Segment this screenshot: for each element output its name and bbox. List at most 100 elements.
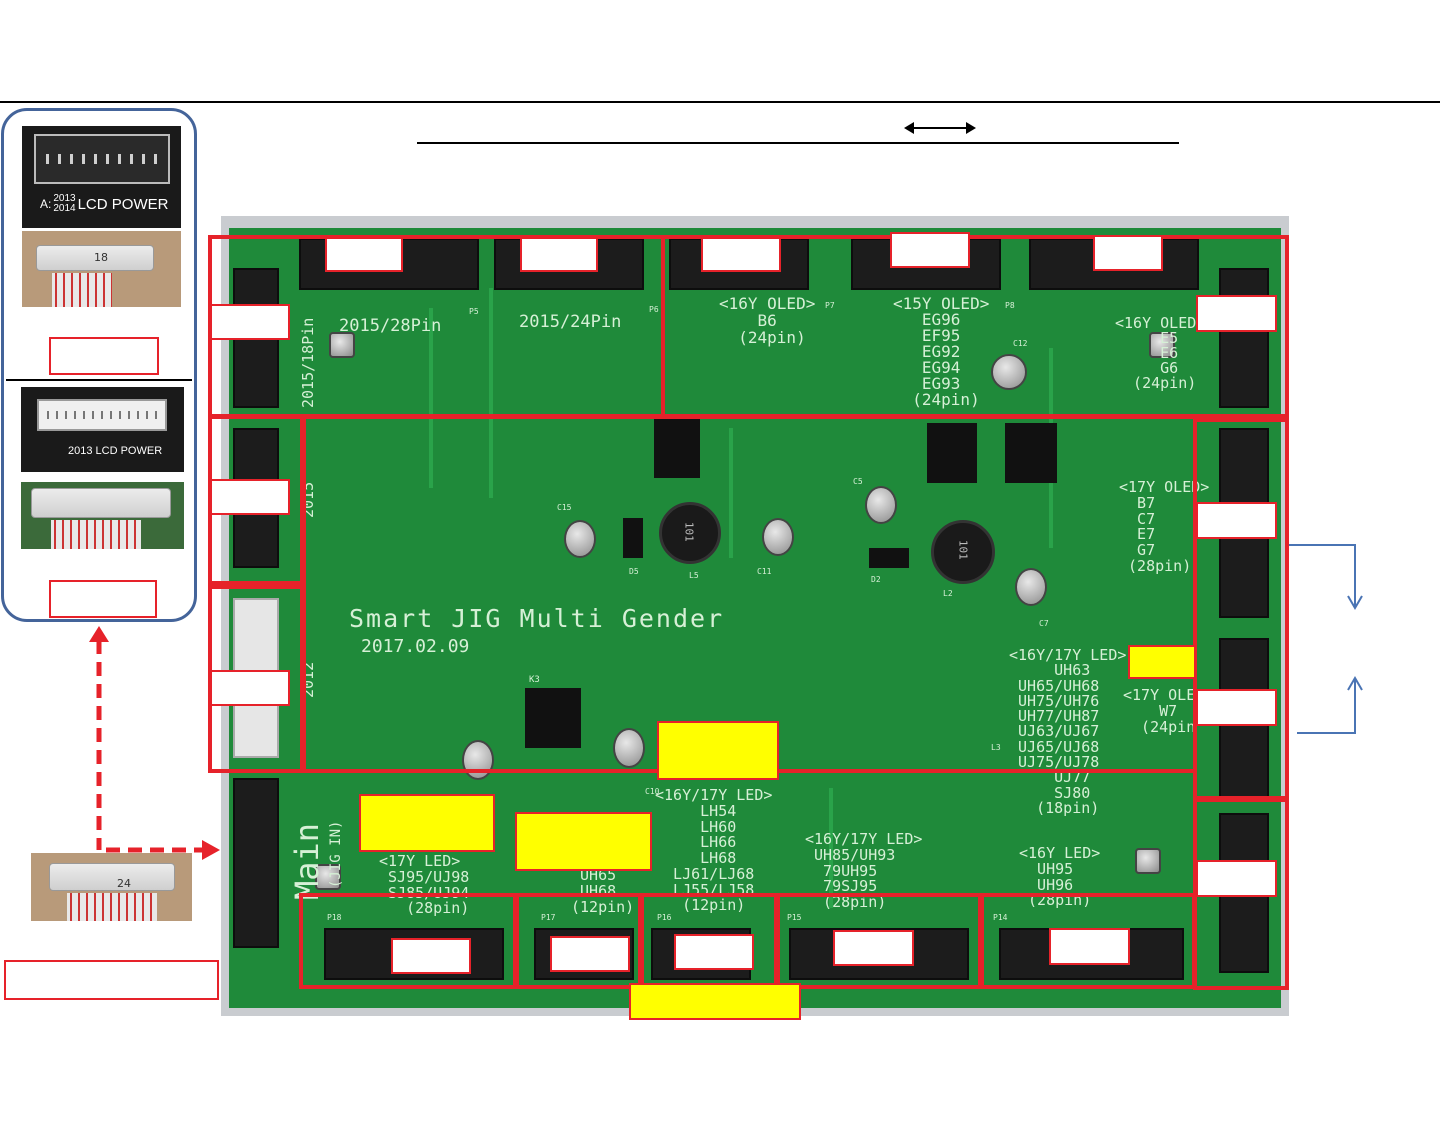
label-box-p18 [391, 938, 471, 974]
double-arrow-icon [904, 122, 976, 134]
label-box-p6 [520, 237, 598, 272]
highlight-box-bottom [629, 983, 801, 1020]
panel-divider [6, 379, 192, 381]
silk-c12: C12 [1013, 339, 1028, 348]
inductor-l5 [659, 502, 721, 564]
connector-p10 [1219, 268, 1269, 408]
title-underline [417, 142, 1179, 144]
photo-2013-connector: 2013 LCD POWER [21, 387, 184, 472]
diode-d2 [869, 548, 909, 568]
diode-d5 [623, 518, 643, 558]
silk-d5: D5 [629, 567, 639, 576]
regulator-chip [654, 418, 700, 478]
photo-24pin-cable: 24 [31, 853, 192, 921]
capacitor-c12 [991, 354, 1027, 390]
silk-c7: C7 [1039, 619, 1049, 628]
capacitor-c15 [564, 520, 596, 558]
silk-ref-p18: P18 [327, 913, 342, 922]
caption-prefix: A: [40, 197, 52, 211]
region-right-oled [1193, 418, 1289, 800]
region-p14 [980, 893, 1196, 989]
photo-2013-cable [21, 482, 184, 549]
label-box-2013 [49, 580, 157, 618]
label-box-left-2015 [210, 479, 290, 515]
silk-mid-right-text: <16Y/17Y LED> UH63 UH65/UH68 UH75/UH76 U… [1009, 646, 1127, 817]
label-box-main-cable [4, 960, 219, 1000]
caption-years: 2013 2014 [53, 193, 76, 214]
board-title: Smart JIG Multi Gender [349, 604, 725, 633]
mounting-screw-icon [329, 332, 355, 358]
pcb-photo: 2015/28Pin 2015/24Pin P5 P6 P7 P8 2015/1… [221, 216, 1289, 1016]
silk-p5: 2015/28Pin [339, 316, 442, 336]
silk-p7-text: <16Y OLED> B6 (24pin) [719, 294, 816, 347]
capacitor-c11 [762, 518, 794, 556]
silk-p8-text: <15Y OLED> EG96 EF95 EG92 EG94 EG93 (24p… [893, 294, 990, 409]
inductor-l2 [931, 520, 995, 584]
regulator-chip [525, 688, 581, 748]
silk-c5: C5 [853, 477, 863, 486]
silk-p13-text: <17Y OLE W7 (24pin [1123, 686, 1196, 736]
cable-connector-icon [31, 488, 171, 518]
caption-text: LCD POWER [77, 195, 169, 213]
silk-ref-p17: P17 [541, 913, 556, 922]
highlight-box-28pin [359, 794, 495, 852]
photo-caption: A: 2013 2014 LCD POWER [40, 194, 168, 214]
silk-ref-p14: P14 [993, 913, 1008, 922]
label-box-p9 [1093, 235, 1163, 271]
cable-connector-icon [49, 863, 175, 891]
label-box-p14 [1049, 928, 1130, 965]
silk-main: Main [288, 822, 326, 900]
silk-p9-text: <16Y OLED E5 E6 G6 (24pin) [1115, 314, 1197, 392]
label-box-p10 [1196, 295, 1277, 332]
silk-p15-text: <16Y/17Y LED> UH85/UH93 79UH95 79SJ95 (2… [805, 830, 923, 911]
dashed-arrow-icon [89, 626, 220, 860]
photo-caption: 2013 LCD POWER [68, 445, 163, 457]
regulator-chip [1005, 423, 1057, 483]
silk-p6: 2015/24Pin [519, 312, 622, 332]
silk-ref-p15: P15 [787, 913, 802, 922]
silk-l2: L2 [943, 589, 953, 598]
capacitor-c10 [613, 728, 645, 768]
label-box-p12 [1196, 860, 1277, 897]
silk-k3: K3 [529, 675, 540, 685]
silk-p11-text: <17Y OLED> B7 C7 E7 G7 (28pin) [1119, 478, 1210, 575]
board-date: 2017.02.09 [361, 636, 470, 657]
label-box-18pin [49, 337, 159, 375]
capacitor-c5 [865, 486, 897, 524]
silk-c10: C10 [645, 787, 660, 796]
silk-c15: C15 [557, 503, 572, 512]
silk-ref-p16: P16 [657, 913, 672, 922]
silk-ref-p5: P5 [469, 307, 479, 316]
cable-connector-icon [36, 245, 154, 271]
silk-ref-p8: P8 [1005, 301, 1015, 310]
mounting-screw-icon [315, 864, 341, 890]
mounting-screw-icon [1149, 332, 1175, 358]
label-box-p5 [325, 237, 403, 272]
silk-l5: L5 [689, 571, 699, 580]
cable-number: 24 [117, 877, 131, 890]
connector-socket-icon [34, 134, 170, 184]
photo-2013-2014-connector: A: 2013 2014 LCD POWER [22, 126, 181, 228]
mounting-screw-icon [1135, 848, 1161, 874]
reference-photo-panel [1, 108, 197, 622]
label-box-p15 [833, 930, 914, 966]
highlight-box-uh65 [515, 812, 652, 871]
label-box-left-18pin [210, 304, 290, 340]
label-box-p8 [890, 232, 970, 268]
silk-ref-p7: P7 [825, 301, 835, 310]
silk-d2: D2 [871, 575, 881, 584]
label-box-p7 [701, 237, 781, 272]
silk-ref-p6: P6 [649, 305, 659, 314]
pcb-board: 2015/28Pin 2015/24Pin P5 P6 P7 P8 2015/1… [229, 228, 1281, 1008]
label-box-p13 [1196, 689, 1277, 726]
header-divider [0, 101, 1440, 103]
capacitor-c9 [462, 740, 494, 780]
label-box-p11 [1196, 502, 1277, 539]
region-center [302, 415, 1197, 773]
label-box-p17 [550, 936, 630, 972]
highlight-box-18pin [1128, 645, 1196, 679]
label-box-p16 [674, 934, 754, 970]
silk-c11: C11 [757, 567, 772, 576]
connector-socket-icon [37, 399, 167, 431]
highlight-box-12pin [657, 721, 779, 780]
